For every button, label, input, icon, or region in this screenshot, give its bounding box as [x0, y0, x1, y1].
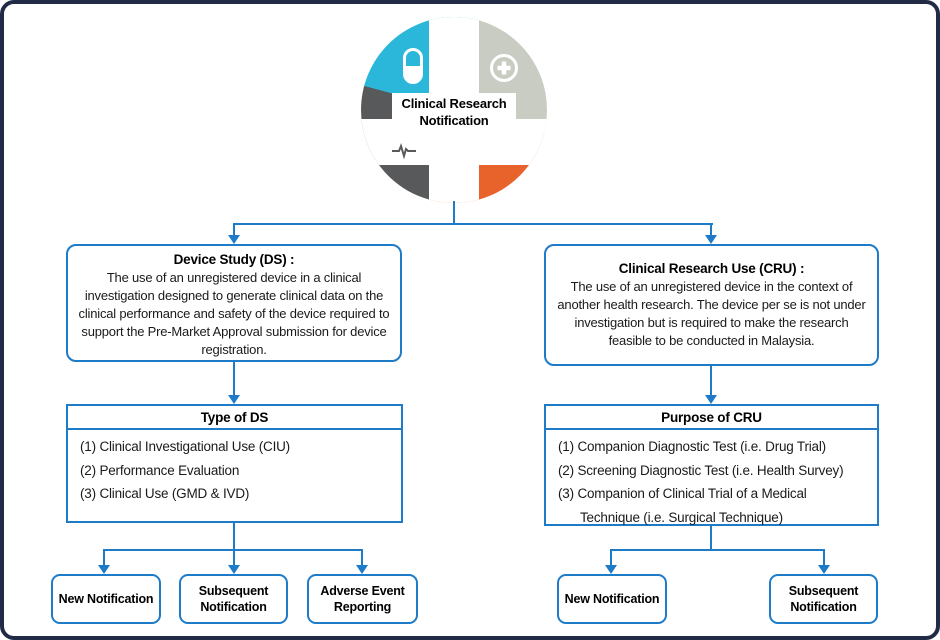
device-study-definition-box: Device Study (DS) : The use of an unregi…	[66, 244, 402, 362]
arrowhead-cru	[705, 235, 717, 244]
purpose-of-cru-list: (1) Companion Diagnostic Test (i.e. Drug…	[546, 430, 877, 529]
connector-drop-adverse	[361, 549, 363, 565]
arrowhead-type-of-ds	[228, 395, 240, 404]
type-of-ds-box: Type of DS (1) Clinical Investigational …	[66, 404, 403, 523]
arrowhead-new-notif-right	[605, 565, 617, 574]
connector-ds-to-type	[233, 362, 235, 395]
list-item: (3) Clinical Use (GMD & IVD)	[80, 486, 250, 501]
heart-pulse-icon	[391, 140, 417, 164]
connector-drop-new-notif-left	[103, 549, 105, 565]
connector-cru-to-purpose	[710, 366, 712, 395]
center-title-line1: Clinical Research	[401, 96, 507, 111]
connector-drop-subsequent-left	[233, 549, 235, 565]
arrowhead-subsequent-right	[818, 565, 830, 574]
device-study-description: The use of an unregistered device in a c…	[78, 270, 390, 357]
leaf-new-notification-cru: New Notification	[557, 574, 667, 624]
connector-right-bottom-horizontal	[610, 549, 825, 551]
device-study-title: Device Study (DS) :	[173, 252, 295, 267]
center-title: Clinical Research Notification	[392, 93, 516, 131]
leaf-subsequent-notification-ds: Subsequent Notification	[179, 574, 288, 624]
list-item: (2) Performance Evaluation	[80, 462, 240, 478]
purpose-of-cru-box: Purpose of CRU (1) Companion Diagnostic …	[544, 404, 879, 526]
clinical-research-use-description: The use of an unregistered device in the…	[557, 279, 866, 348]
connector-drop-new-notif-right	[610, 549, 612, 565]
clinical-research-use-title: Clinical Research Use (CRU) :	[618, 261, 805, 276]
medical-cross-icon	[490, 54, 518, 82]
leaf-subsequent-notification-cru: Subsequent Notification	[769, 574, 878, 624]
arrowhead-ds	[228, 235, 240, 244]
arrowhead-purpose-of-cru	[705, 395, 717, 404]
thermometer-icon	[484, 134, 514, 164]
clinical-research-use-definition-box: Clinical Research Use (CRU) : The use of…	[544, 244, 879, 366]
type-of-ds-list: (1) Clinical Investigational Use (CIU) (…	[68, 430, 401, 506]
arrowhead-adverse	[356, 565, 368, 574]
list-item: (3) Companion of Clinical Trial of a Med…	[558, 486, 807, 525]
center-title-line2: Notification	[419, 113, 489, 128]
pill-icon	[403, 48, 423, 84]
list-item: (2) Screening Diagnostic Test (i.e. Heal…	[558, 462, 844, 478]
arrowhead-subsequent-left	[228, 565, 240, 574]
connector-circle-stem	[453, 201, 455, 225]
leaf-adverse-event-reporting: Adverse Event Reporting	[307, 574, 418, 624]
connector-top-horizontal	[233, 223, 713, 225]
arrowhead-new-notif-left	[98, 565, 110, 574]
clinical-research-notification-graphic: Clinical Research Notification	[361, 17, 547, 203]
type-of-ds-header: Type of DS	[68, 406, 401, 430]
connector-drop-ds	[233, 223, 235, 236]
connector-purpose-stem	[710, 526, 712, 550]
list-item: (1) Clinical Investigational Use (CIU)	[80, 439, 290, 454]
purpose-of-cru-header: Purpose of CRU	[546, 406, 877, 430]
list-item: (1) Companion Diagnostic Test (i.e. Drug…	[558, 439, 826, 454]
connector-drop-subsequent-right	[823, 549, 825, 565]
connector-type-stem	[233, 523, 235, 550]
connector-drop-cru	[710, 223, 712, 236]
leaf-new-notification-ds: New Notification	[51, 574, 161, 624]
